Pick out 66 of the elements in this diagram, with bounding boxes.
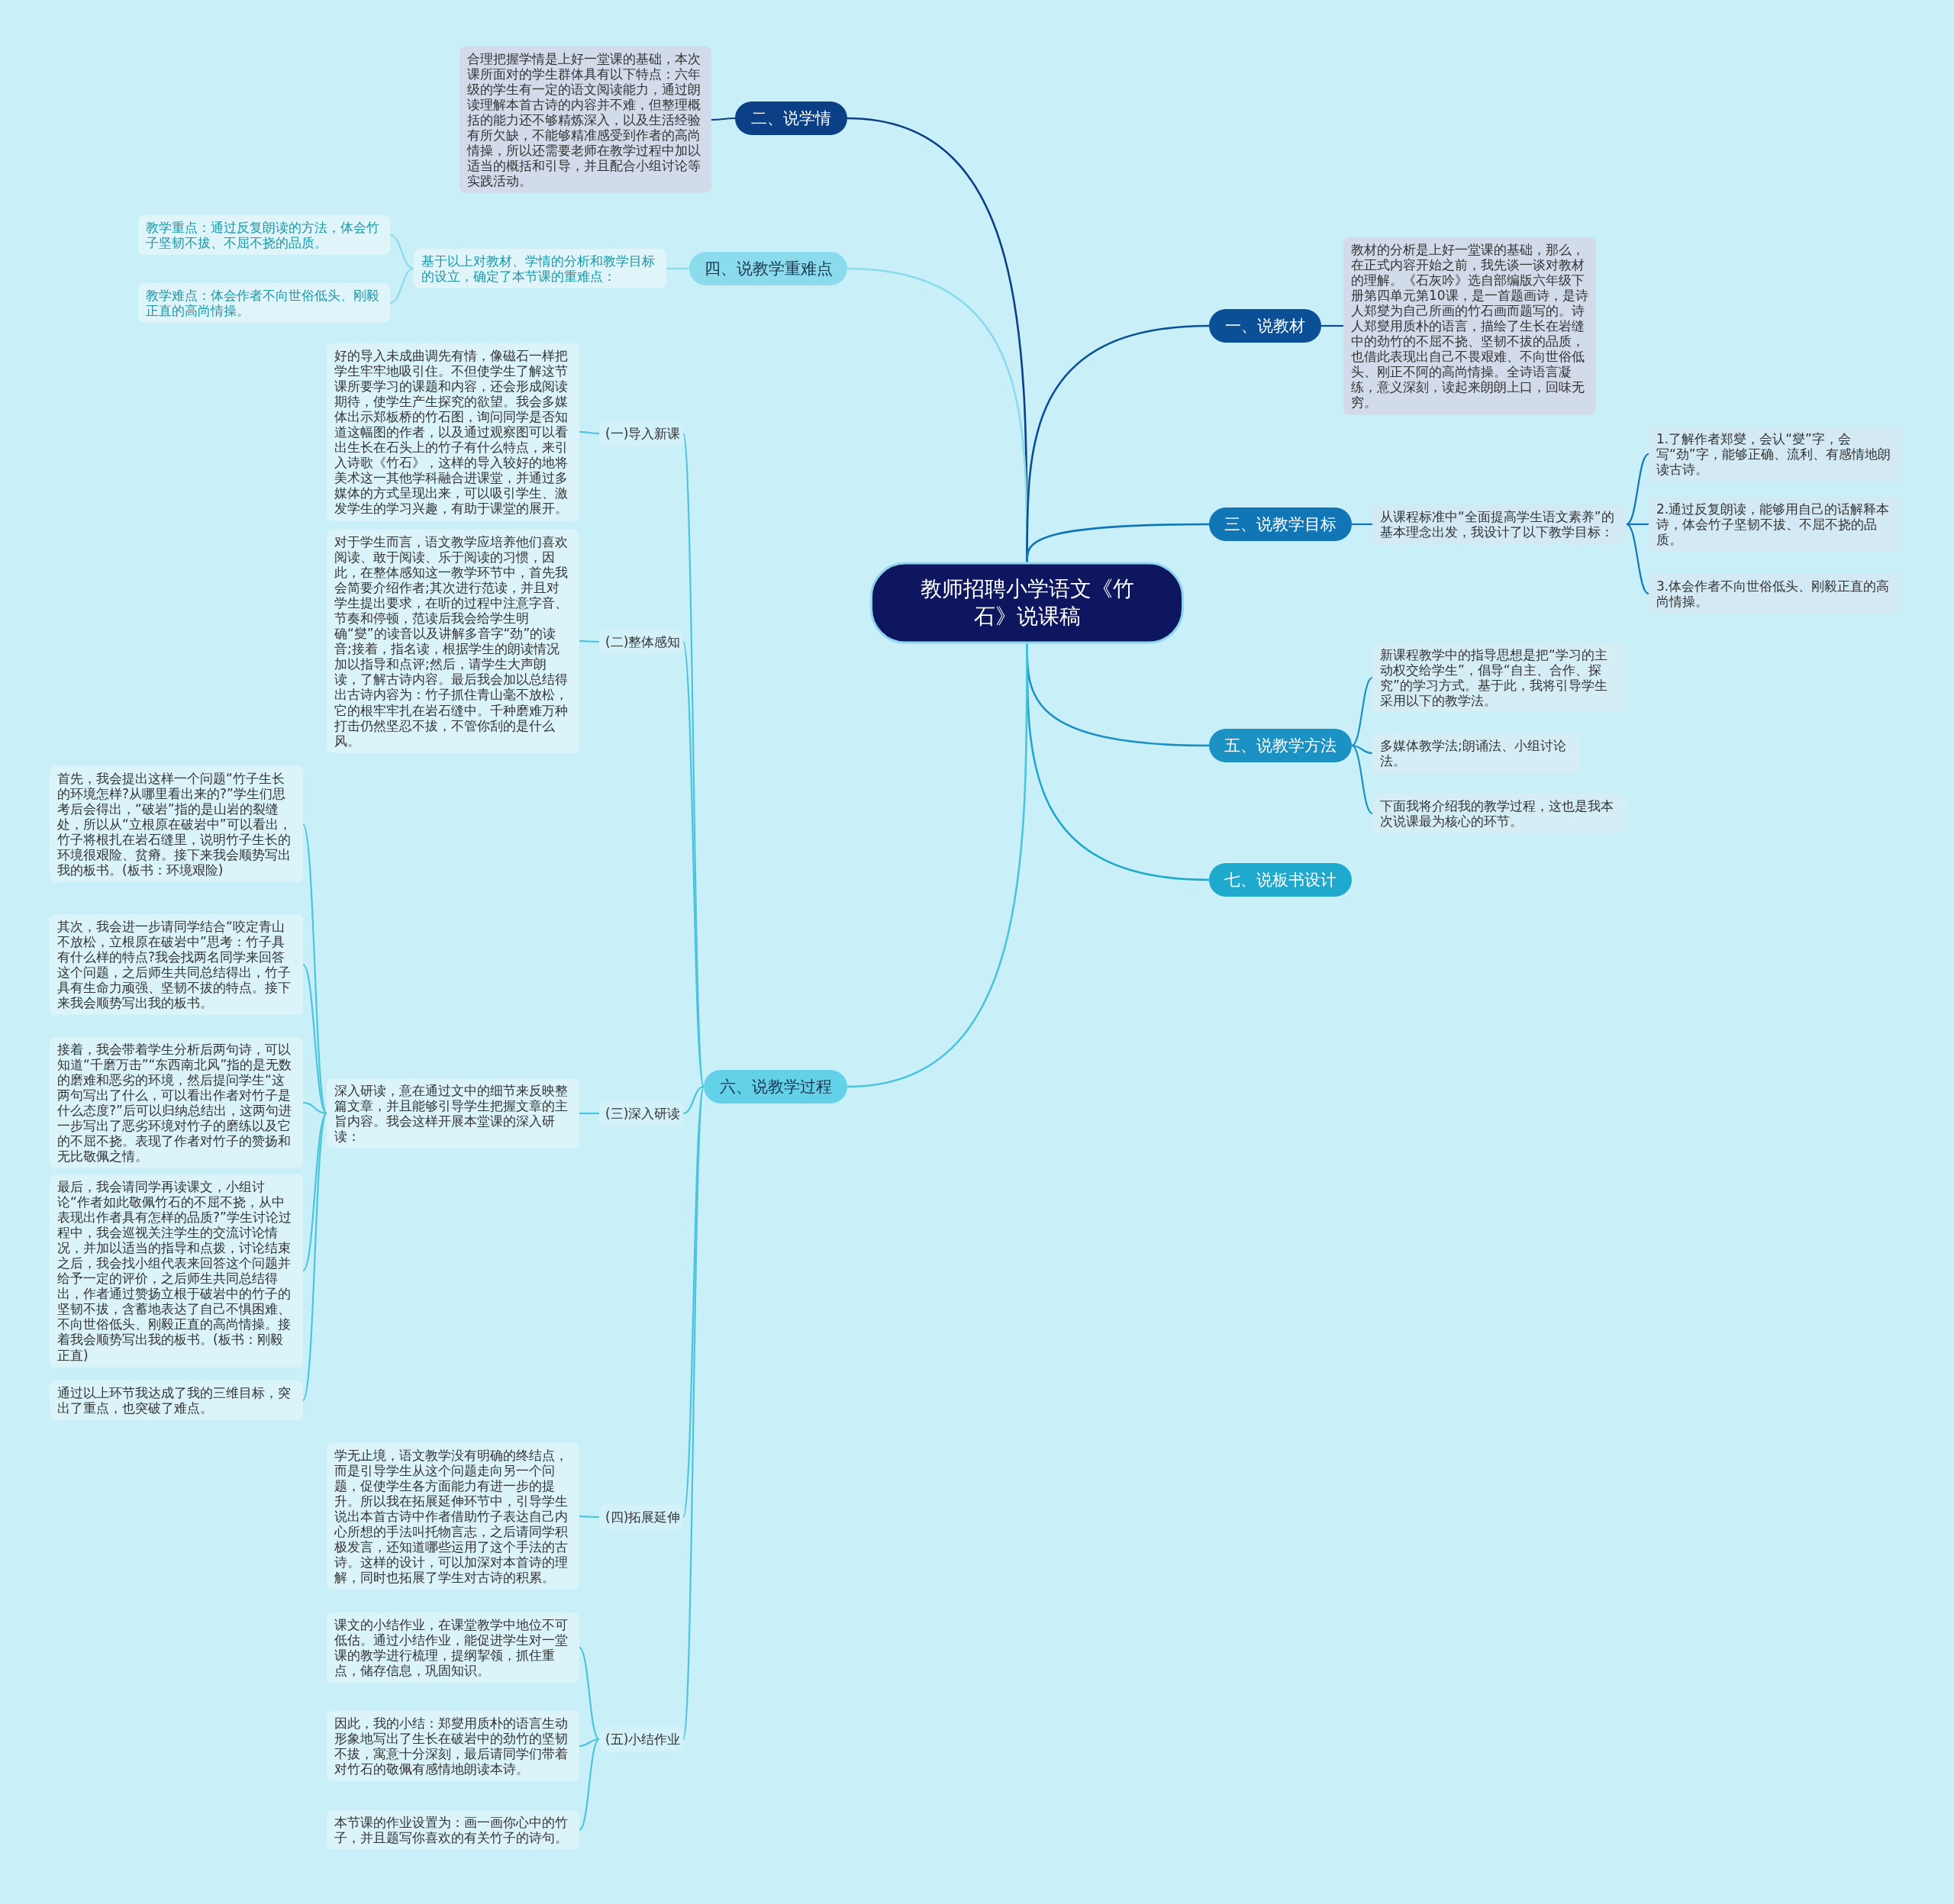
branch-topic: 三、说教学目标 [1209,507,1352,541]
connector-line [579,1112,599,1115]
note-box: 教学重点：通过反复朗读的方法，体会竹子坚韧不拔、不屈不挠的品质。 [138,214,390,256]
note-box: 教材的分析是上好一堂课的基础，那么，在正式内容开始之前，我先谈一谈对教材的理解。《石灰吟》选自部编版六年级下册第四单元第10课，是一首题画诗，是诗人郑燮为自己所画的竹石画而题写的。诗人郑燮用质朴的语言，描绘了生长在岩缝中的劲竹的不屈不挠、坚韧不拔的品质，也借此表现出自己不畏艰难、不向世俗低头、刚正不阿的高尚情操。全诗语言凝练，意义深刻，读起来朗朗上口，回味无穷。 [1343,237,1596,415]
note-box: 学无止境，语文教学没有明确的终结点，而是引导学生从这个问题走向另一个问题，促使学生各方面能力有进一步的提升。所以我在拓展延伸环节中，引导学生说出本首古诗中作者借助竹子表达自己内心所想的手法叫托物言志，之后请同学积极发言，还知道哪些运用了这个手法的古诗。这样的设计，可以加深对本首诗的理解，同时也拓展了学生对古诗的积累。 [327,1442,579,1590]
note-box: 从课程标准中“全面提高学生语文素养”的基本理念出发，我设计了以下教学目标： [1372,504,1627,545]
connector-line [302,1113,327,1401]
connector-line [579,1647,600,1740]
connector-line [579,430,599,435]
note-box: 多媒体教学法;朗诵法、小组讨论法。 [1372,733,1580,774]
note-box: 教学难点：体会作者不向世俗低头、刚毅正直的高尚情操。 [138,282,390,324]
connector-line [666,267,689,270]
note-box: 首先，我会提出这样一个问题“竹子生长的环境怎样?从哪里看出来的?”学生们思考后会得出，“破岩”指的是山岩的裂缝处，所以从“立根原在破岩中”可以看出，竹子将根扎在岩石缝里，说明竹子生长的环境很艰险、贫瘠。接下来我会顺势写出我的板书。(板书：环境艰险) [50,765,303,883]
note-box: 因此，我的小结：郑燮用质朴的语言生动形象地写出了生长在破岩中的劲竹的坚韧不拔，寓意十分深刻，最后请同学们带着对竹石的敬佩有感情地朗读本诗。 [327,1710,579,1782]
central-topic: 教师招聘小学语文《竹石》说课稿 [870,562,1184,644]
connector-line [846,643,1028,1088]
subtopic-box: (五)小结作业 [599,1726,683,1752]
connector-line [302,1113,327,1271]
connector-line [682,641,705,1087]
connector-line [302,823,327,1114]
connector-line [579,639,599,643]
connector-line [682,1086,705,1740]
connector-line [579,1738,600,1748]
branch-topic: 五、说教学方法 [1209,729,1352,762]
connector-line [1351,744,1373,755]
note-box: 最后，我会请同学再读课文，小组讨论“作者如此敬佩竹石的不屈不挠，从中表现出作者具有怎样的品质?”学生讨论过程中，我会巡视关注学生的交流讨论情况，并加以适当的指导和点拨，讨论结束之后，我会找小组代表来回答这个问题并给予一定的评价，之后师生共同总结得出，作者通过赞扬立根于破岩中的竹子的坚韧不拔，含蓄地表达了自己不惧困难、不向世俗低头、刚毅正直的高尚情操。接着我会顺势写出我的板书。(板书：刚毅正直) [50,1174,303,1368]
note-box: 对于学生而言，语文教学应培养他们喜欢阅读、敢于阅读、乐于阅读的习惯，因此，在整体感知这一教学环节中，首先我会简要介绍作者;其次进行范读，并且对学生提出要求，在听的过程中注意字音、节奏和停顿，范读后我会给学生明确“燮”的读音以及讲解多音字“劲”的读音;接着，指名读，根据学生的朗读情况加以指导和点评;然后，请学生大声朗读，了解古诗内容。最后我会加以总结得出古诗内容为：竹子抓住青山毫不放松，它的根牢牢扎在岩石缝中。千种磨难万种打击仍然坚忍不拔，不管你刮的是什么风。 [327,529,579,753]
connector-line [711,117,735,121]
connector-line [389,267,414,304]
branch-topic: 六、说教学过程 [704,1070,847,1103]
subtopic-box: (二)整体感知 [599,629,683,655]
note-box: 合理把握学情是上好一堂课的基础，本次课所面对的学生群体具有以下特点：六年级的学生有一定的语文阅读能力，通过朗读理解本首古诗的内容并不难，但整理概括的能力还不够精炼深入，以及生活经验有所欠缺，不能够精准感受到作者的高尚情操，所以还需要老师在教学过程中加以适当的概括和引导，并且配合小组讨论等实践活动。 [459,46,711,194]
note-box: 下面我将介绍我的教学过程，这也是我本次说课最为核心的环节。 [1372,793,1627,834]
note-box: 2.通过反复朗读，能够用自己的话解释本诗，体会竹子坚韧不拔、不屈不挠的品质。 [1649,496,1902,553]
note-box: 1.了解作者郑燮，会认“燮”字，会写“劲”字，能够正确、流利、有感情地朗读古诗。 [1649,426,1902,482]
connector-line [579,1515,599,1519]
subtopic-box: (四)拓展延伸 [599,1504,683,1530]
connector-line [1351,677,1373,746]
subtopic-box: (三)深入研读 [599,1100,683,1126]
note-box: 课文的小结作业，在课堂教学中地位不可低估。通过小结作业，能促进学生对一堂课的教学进行梳理，提纲挈领，抓住重点，储存信息，巩固知识。 [327,1612,579,1683]
branch-topic: 一、说教材 [1209,309,1321,343]
connector-line [302,964,327,1114]
connector-line [1321,324,1343,327]
note-box: 通过以上环节我达成了我的三维目标，突出了重点，也突破了难点。 [50,1380,303,1421]
connector-line [389,234,414,270]
branch-topic: 四、说教学重难点 [689,252,847,285]
connector-line [682,1085,705,1115]
connector-line [302,1101,327,1115]
connector-line [1626,524,1649,594]
note-box: 本节课的作业设置为：画一画你心中的竹子，并且题写你喜欢的有关竹子的诗句。 [327,1809,579,1851]
note-box: 好的导入未成曲调先有情，像磁石一样把学生牢牢地吸引住。不但使学生了解这节课所要学习的课题和内容，还会形成阅读期待，使学生产生探究的欲望。我会多媒体出示郑板桥的竹石图，询问同学是否知道这幅图的作者，以及通过观察图可以看出生长在石头上的竹子有什么特点，来引入诗歌《竹石》，这样的导入较好的地将美术这一其他学科融合进课堂，并通过多媒体的方式呈现出来，可以吸引学生、激发学生的学习兴趣，有助于课堂的展开。 [327,343,579,521]
branch-topic: 二、说学情 [735,101,847,135]
connector-line [1026,523,1209,562]
note-box: 基于以上对教材、学情的分析和教学目标的设立，确定了本节课的重难点： [414,248,666,289]
connector-line [1626,453,1649,525]
note-box: 3.体会作者不向世俗低头、刚毅正直的高尚情操。 [1649,573,1902,614]
subtopic-box: (一)导入新课 [599,420,683,446]
connector-line [1352,523,1372,526]
connector-line [1351,745,1373,814]
connector-line [1627,523,1649,526]
branch-topic: 七、说板书设计 [1209,863,1352,897]
note-box: 深入研读，意在通过文中的细节来反映整篇文章，并且能够引导学生把握文章的主旨内容。我会这样开展本堂课的深入研读： [327,1078,579,1149]
note-box: 接着，我会带着学生分析后两句诗，可以知道“千磨万击”“东西南北风”指的是无数的磨难和恶劣的环境，然后提问学生“这两句写出了什么，可以看出作者对竹子是什么态度?”后可以归纳总结出，这两句进一步写出了恶劣环境对竹子的磨练以及它的不屈不挠。表现了作者对竹子的赞扬和无比敬佩之情。 [50,1036,303,1169]
note-box: 新课程教学中的指导思想是把“学习的主动权交给学生”，倡导“自主、合作、探究”的学习方式。基于此，我将引导学生采用以下的教学法。 [1372,642,1627,714]
connector-line [579,1738,600,1831]
note-box: 其次，我会进一步请同学结合“咬定青山不放松，立根原在破岩中”思考：竹子具有什么样的特点?我会找两名同学来回答这个问题，之后师生共同总结得出，竹子具有生命力顽强、坚韧不拔的特点。接下来我会顺势写出我的板书。 [50,913,303,1016]
